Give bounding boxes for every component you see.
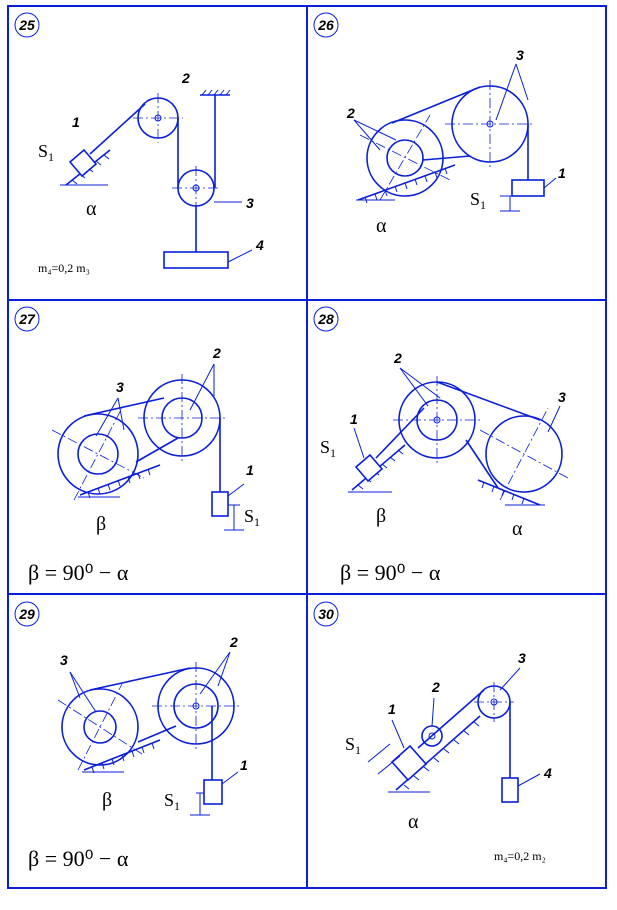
block-1 [211,491,229,517]
angle-beta: β [96,513,106,535]
label-part-1: 1 [558,165,566,181]
label-part-4: 4 [543,765,552,781]
angle-alpha: α [86,198,97,220]
block-1 [511,179,545,197]
mass-note: m₄=0,2 m₂ [494,849,546,863]
label-part-3: 3 [516,47,524,63]
label-part-3: 3 [246,195,254,211]
wheel-3-inner [83,710,117,744]
panel-30: 30 2 3 1 4 S1 [313,601,552,863]
panel-28: 28 2 [313,306,569,585]
wheel-3-inner [77,433,119,475]
angle-beta: β [376,505,386,527]
label-part-2: 2 [393,350,402,366]
label-part-3: 3 [116,379,124,395]
label-part-1: 1 [240,757,248,773]
panel-number: 30 [318,606,334,622]
wheel-2-inner [386,139,424,177]
label-part-2: 2 [229,634,238,650]
angle-beta: β [102,789,112,811]
label-part-1: 1 [350,411,358,427]
panel-26: 26 2 3 [313,12,566,237]
label-part-3: 3 [60,652,68,668]
s1-label: S1 [244,506,260,529]
panel-number: 29 [18,606,35,622]
angle-alpha: α [408,811,419,833]
s1-label: S1 [345,734,361,757]
label-part-1: 1 [246,462,254,478]
angle-formula: β = 90⁰ − α [340,560,441,585]
panel-number: 26 [317,17,334,33]
weight-4 [163,251,229,269]
angle-alpha: α [376,215,387,237]
label-part-2: 2 [212,345,221,361]
label-part-2: 2 [181,70,190,86]
panel-27: 27 2 3 1 [14,306,260,585]
angle-alpha: α [512,518,523,540]
panel-grid [7,5,607,889]
s1-label: S1 [470,189,486,212]
mass-note: m₄=0,2 m₃ [38,261,90,275]
block-1 [390,744,428,782]
panel-number: 27 [18,311,36,327]
angle-formula: β = 90⁰ − α [28,560,129,585]
panel-number: 28 [317,311,334,327]
label-part-1: 1 [72,114,80,130]
label-part-2: 2 [346,105,355,121]
label-part-2: 2 [431,679,440,695]
block-1 [68,148,98,178]
panel-29: 29 2 3 1 [14,601,248,871]
wheel-3-outer [57,413,139,495]
weight-4 [501,777,519,803]
wheel-3-outer [61,688,139,766]
label-part-1: 1 [388,701,396,717]
panel-number: 25 [18,17,35,33]
label-part-3: 3 [558,389,566,405]
angle-formula: β = 90⁰ − α [28,846,129,871]
wheel-3-outer [485,415,563,493]
block-1 [354,453,384,483]
panel-number-badge [14,12,40,38]
s1-label: S1 [38,141,54,164]
s1-label: S1 [164,790,180,813]
panel-25: 25 [14,12,264,275]
block-1 [203,779,223,805]
s1-label: S1 [320,437,336,460]
label-part-4: 4 [255,237,264,253]
label-part-3: 3 [518,650,526,666]
